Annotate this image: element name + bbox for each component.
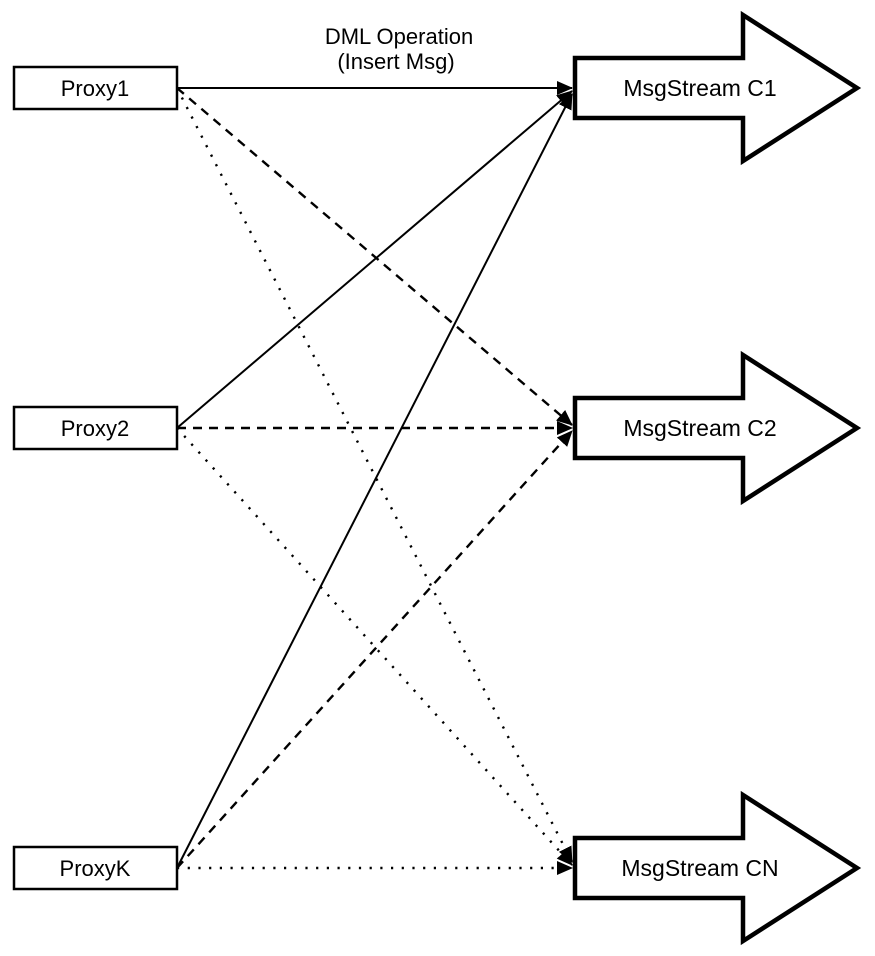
edge-proxy2-to-msgstream-cn xyxy=(176,427,573,866)
msgstream-c1-arrow-shape xyxy=(572,10,862,166)
msgstream-c1-label: MsgStream C1 xyxy=(623,75,776,101)
annotation-line1: DML Operation xyxy=(325,24,473,49)
dml-operation-annotation: DML Operation (Insert Msg) xyxy=(325,24,473,74)
node-msgstream-c2: MsgStream C2 xyxy=(572,350,862,506)
node-msgstream-c1: MsgStream C1 xyxy=(572,10,862,166)
edge-proxy1-to-msgstream-c2 xyxy=(176,87,573,426)
proxyk-box xyxy=(12,845,179,891)
msgstream-cn-label: MsgStream CN xyxy=(621,855,778,881)
node-msgstream-cn: MsgStream CN xyxy=(572,790,862,946)
edge-group xyxy=(175,81,574,875)
proxy1-label: Proxy1 xyxy=(61,76,129,101)
edge-proxyk-to-msgstream-c1 xyxy=(176,93,573,869)
node-proxyk: ProxyK xyxy=(12,845,179,891)
node-proxy2: Proxy2 xyxy=(12,405,179,451)
node-proxy1: Proxy1 xyxy=(12,65,179,111)
msgstream-c2-arrow-shape xyxy=(572,350,862,506)
proxy2-label: Proxy2 xyxy=(61,416,129,441)
msgstream-c2-label: MsgStream C2 xyxy=(623,415,776,441)
proxy2-box xyxy=(12,405,179,451)
edge-proxy1-to-msgstream-cn xyxy=(175,87,574,863)
edge-proxy2-to-msgstream-c1 xyxy=(176,90,573,429)
edge-proxyk-to-msgstream-c2 xyxy=(176,430,573,869)
annotation-line2: (Insert Msg) xyxy=(337,49,454,74)
proxy1-box xyxy=(12,65,179,111)
msgstream-cn-arrow-shape xyxy=(572,790,862,946)
proxyk-label: ProxyK xyxy=(60,856,131,881)
